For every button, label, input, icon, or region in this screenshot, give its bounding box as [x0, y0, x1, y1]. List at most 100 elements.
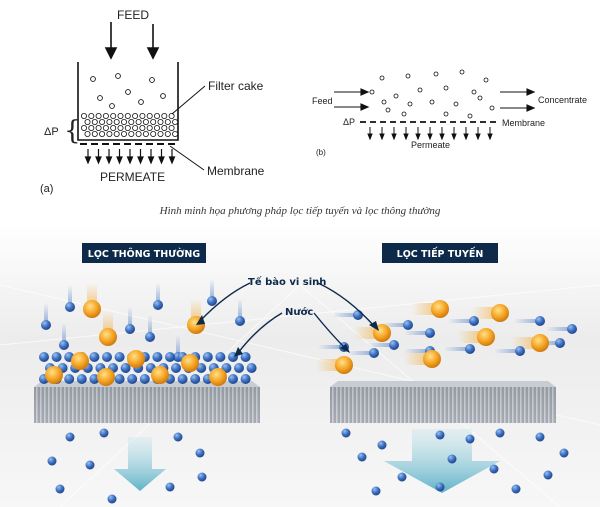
flow-particle	[453, 101, 459, 107]
water-molecule	[85, 460, 95, 470]
permeate-arrowhead	[439, 133, 445, 141]
flow-particle	[393, 93, 399, 99]
cake-particle	[157, 130, 164, 137]
cake-particle	[88, 125, 95, 132]
permeate-arrowhead	[379, 133, 385, 141]
motion-trail	[546, 327, 572, 331]
cake-particle	[110, 125, 117, 132]
permeate-arrowhead	[415, 133, 421, 141]
motion-trail	[444, 347, 470, 351]
water-molecule	[171, 363, 181, 373]
water-molecule	[495, 428, 505, 438]
water-molecule	[240, 374, 251, 384]
microbial-cell	[209, 368, 227, 386]
cake-particle	[153, 125, 160, 132]
flow-particle	[443, 85, 449, 91]
water-molecule	[195, 448, 205, 458]
cake-particle	[99, 130, 106, 137]
cake-particle	[172, 119, 179, 126]
flow-particle	[471, 89, 477, 95]
flow-particle	[405, 73, 411, 79]
filter-cake-label: Filter cake	[208, 79, 264, 93]
water-molecule	[397, 472, 407, 482]
cake-particle	[81, 125, 88, 132]
cake-particle	[142, 130, 149, 137]
feed-arrows	[104, 22, 160, 60]
cake-particle	[121, 119, 128, 126]
water-molecule	[127, 374, 138, 384]
feed-label: FEED	[117, 8, 149, 22]
water-molecule	[197, 472, 207, 482]
cake-particle	[142, 119, 149, 126]
membrane-label-a: Membrane	[207, 164, 265, 178]
water-molecule	[377, 440, 387, 450]
cake-particle	[139, 125, 146, 132]
cake-particle	[132, 125, 139, 132]
water-molecule	[76, 374, 87, 384]
banner-tangential-label: LỌC TIẾP TUYẾN	[397, 247, 484, 260]
water-molecule	[435, 430, 445, 440]
cake-particle	[84, 130, 91, 137]
flow-particle	[489, 105, 495, 111]
cake-particle	[95, 113, 102, 120]
cake-particle	[150, 119, 157, 126]
schematic-diagrams: FEED Filter cake ΔP { Membrane PERMEATE …	[40, 8, 587, 195]
filter-cake-particles	[81, 113, 179, 137]
water-molecule	[543, 470, 553, 480]
water-molecule	[152, 352, 163, 362]
flow-particle	[459, 69, 465, 75]
water-molecule	[55, 484, 65, 494]
permeate-arrows-b	[367, 127, 493, 141]
cake-particle	[139, 113, 146, 120]
flow-particle	[433, 71, 439, 77]
cake-particle	[95, 125, 102, 132]
cake-particle	[132, 113, 139, 120]
permeate-arrowhead	[158, 156, 165, 165]
water-molecule	[535, 316, 545, 326]
permeate-arrowhead	[487, 133, 493, 141]
motion-trail	[368, 343, 394, 347]
water-molecule	[515, 346, 525, 356]
cake-particle	[99, 119, 106, 126]
water-molecule	[145, 332, 155, 342]
water-molecule	[234, 363, 244, 373]
cake-particle	[168, 125, 175, 132]
cake-particle	[124, 125, 131, 132]
permeate-arrow-right	[384, 429, 500, 493]
flow-particle	[417, 87, 423, 93]
water-molecule	[139, 374, 150, 384]
motion-trail	[128, 307, 132, 329]
water-molecule	[39, 352, 49, 362]
motion-trail	[176, 335, 180, 357]
water-molecule	[196, 363, 207, 373]
water-molecule	[555, 338, 565, 348]
banner-tangential: LỌC TIẾP TUYẾN	[382, 243, 498, 263]
cell-label: Tế bào vi sinh	[248, 275, 326, 288]
concentrate-label: Concentrate	[538, 95, 587, 105]
cake-particle	[88, 113, 95, 120]
motion-trail	[44, 303, 48, 325]
permeate-arrowhead	[427, 133, 433, 141]
microbial-cell	[431, 300, 449, 318]
flow-particle	[443, 111, 449, 117]
water-molecule	[99, 428, 109, 438]
microbial-cell	[45, 366, 63, 384]
microbial-cell	[97, 368, 115, 386]
diagram-a: FEED Filter cake ΔP { Membrane PERMEATE …	[40, 8, 265, 195]
water-molecule	[511, 484, 521, 494]
cake-particle	[153, 113, 160, 120]
permeate-arrowhead	[105, 156, 113, 165]
flow-particle	[379, 75, 385, 81]
water-molecule	[65, 432, 75, 442]
permeate-arrowhead	[137, 156, 144, 165]
permeate-arrowhead	[451, 133, 457, 141]
cake-particle	[106, 119, 113, 126]
motion-trail	[191, 299, 201, 325]
water-molecule	[89, 374, 100, 384]
permeate-arrowhead	[403, 133, 409, 141]
water-molecule	[535, 432, 545, 442]
water-molecule	[65, 302, 75, 312]
microbial-cell	[99, 328, 117, 346]
water-molecule	[567, 324, 577, 334]
motion-trail	[87, 283, 97, 309]
